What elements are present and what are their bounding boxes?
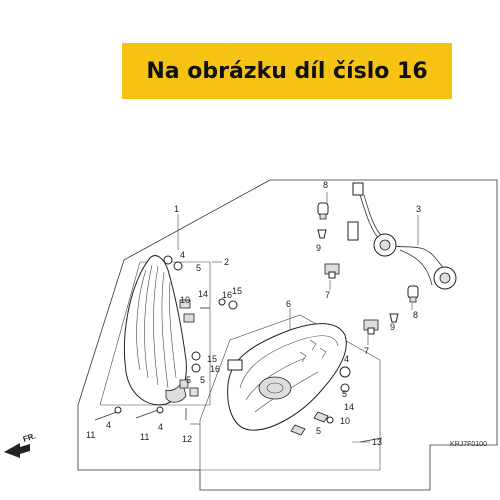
callout-14: 14 xyxy=(198,289,208,299)
callout-14: 14 xyxy=(344,402,354,412)
callout-8: 8 xyxy=(323,180,328,190)
part-number-banner: Na obrázku díl číslo 16 xyxy=(122,43,452,99)
callout-4: 4 xyxy=(180,250,185,260)
callout-numbers: 1 2 3 4 5 6 8 9 7 8 9 7 10 14 15 16 15 1… xyxy=(86,180,421,447)
callout-11: 11 xyxy=(140,432,149,442)
callout-8: 8 xyxy=(413,310,418,320)
banner-text: Na obrázku díl číslo 16 xyxy=(146,58,428,84)
callout-16: 16 xyxy=(222,290,232,300)
callout-13: 13 xyxy=(372,437,382,447)
callout-7: 7 xyxy=(325,290,330,300)
grommet-top xyxy=(317,229,327,239)
callout-5: 5 xyxy=(316,426,321,436)
callout-1: 1 xyxy=(174,204,179,214)
callout-5: 5 xyxy=(200,375,205,385)
callout-4: 4 xyxy=(158,422,163,432)
socket-upper xyxy=(324,263,340,279)
callout-4: 4 xyxy=(106,420,111,430)
callout-5: 5 xyxy=(186,375,191,385)
callout-9: 9 xyxy=(316,243,321,253)
bulb-right xyxy=(407,285,419,303)
callout-5: 5 xyxy=(342,389,347,399)
callout-7: 7 xyxy=(364,346,369,356)
grommet-mid xyxy=(389,313,399,323)
callout-11: 11 xyxy=(86,430,95,440)
leader-lines xyxy=(177,192,419,443)
callout-4: 4 xyxy=(344,354,349,364)
callout-15: 15 xyxy=(232,286,242,296)
direction-label: FR. xyxy=(22,431,37,444)
diagram-code: KRJ7F0100 xyxy=(450,441,487,448)
sub-frame-right xyxy=(199,314,381,471)
sub-frame-left xyxy=(99,261,211,406)
bulb-top xyxy=(317,202,329,220)
wiring-harness xyxy=(347,182,457,290)
socket-lower xyxy=(363,319,379,335)
left-housing xyxy=(123,255,187,406)
front-direction-arrow: FR. xyxy=(4,431,37,458)
callout-12: 12 xyxy=(182,434,192,444)
callout-6: 6 xyxy=(286,299,291,309)
callout-10: 10 xyxy=(340,416,350,426)
callout-2: 2 xyxy=(224,257,229,267)
callout-10: 10 xyxy=(180,295,190,305)
right-lens-housing xyxy=(227,323,347,431)
callout-3: 3 xyxy=(416,204,421,214)
callout-9: 9 xyxy=(390,322,395,332)
assembly-frame xyxy=(77,179,498,491)
hardware xyxy=(94,255,383,443)
callout-16: 16 xyxy=(210,364,220,374)
callout-15: 15 xyxy=(207,354,217,364)
callout-5: 5 xyxy=(196,263,201,273)
